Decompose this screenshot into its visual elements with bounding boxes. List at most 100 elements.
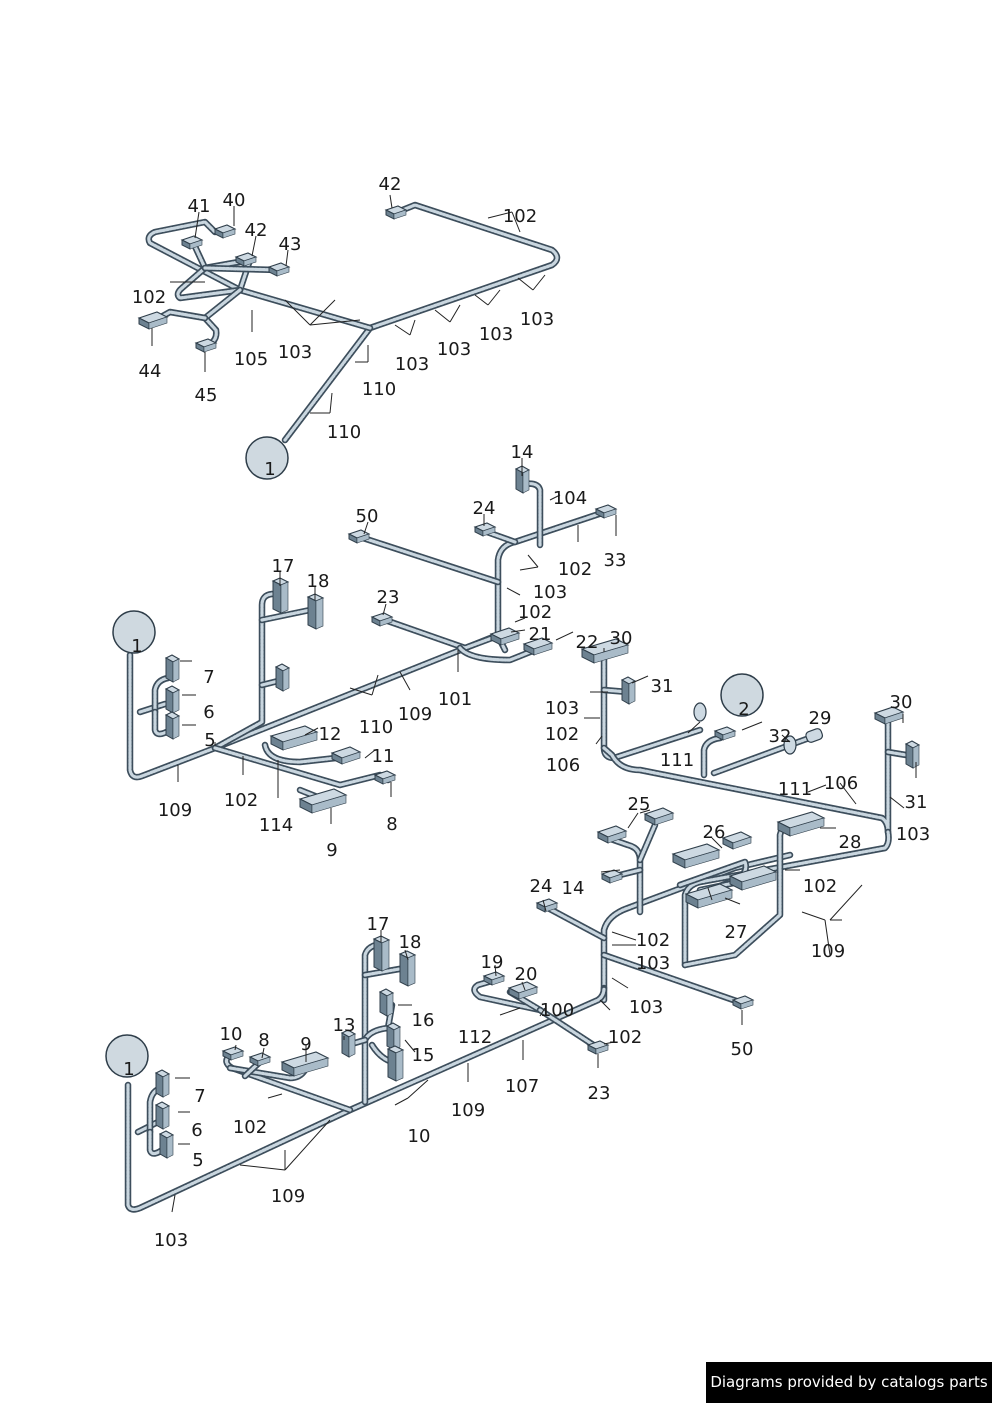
leader-line-21	[532, 274, 546, 291]
connector-46	[249, 1052, 271, 1067]
callout-label: 50	[356, 506, 379, 527]
connector-6	[385, 205, 407, 220]
leader-line-112	[171, 1194, 176, 1213]
leader-line-85	[599, 999, 611, 1011]
harness-bundle-core-19	[263, 743, 347, 764]
leader-line-34	[506, 587, 521, 596]
callout-label: 8	[258, 1030, 269, 1051]
callout-label: 42	[245, 220, 268, 241]
callout-label: 50	[731, 1039, 754, 1060]
leader-line-31	[519, 566, 539, 571]
leader-line-19	[487, 289, 501, 306]
reference-circle-3	[105, 1034, 149, 1078]
connector-4	[138, 311, 168, 330]
callout-label: 17	[272, 556, 295, 577]
callout-label: 103	[896, 824, 930, 845]
harness-bundle-core-32	[683, 830, 891, 967]
connector-48	[483, 971, 505, 986]
callout-label: 25	[628, 794, 651, 815]
leader-line-92	[234, 1044, 237, 1051]
leader-line-98	[499, 1007, 521, 1016]
callout-label: 5	[204, 730, 215, 751]
connector-47	[281, 1051, 329, 1077]
callout-label: 109	[811, 941, 845, 962]
callout-label: 1	[131, 636, 142, 657]
leader-line-25	[329, 392, 333, 414]
leader-line-110	[284, 1119, 331, 1171]
leader-line-15	[409, 319, 416, 336]
harness-bundles	[124, 201, 916, 1213]
leader-line-107	[394, 1097, 409, 1106]
harness-bundle-core-5	[203, 288, 242, 348]
harness-bundle-0	[281, 201, 561, 444]
callout-label: 110	[362, 379, 396, 400]
callout-label: 9	[300, 1034, 311, 1055]
leader-line-16	[434, 309, 451, 323]
reference-circle-1	[112, 610, 156, 654]
callout-label: 103	[629, 997, 663, 1018]
callout-label: 19	[481, 952, 504, 973]
connector-43	[387, 1045, 404, 1082]
leader-line-32	[527, 554, 539, 568]
callout-label: 106	[546, 755, 580, 776]
harness-bundle-core-12	[383, 618, 502, 650]
harness-bundle-core-48	[472, 978, 542, 1012]
leader-line-95	[494, 964, 497, 977]
connector-group	[105, 205, 920, 1159]
harness-bundle-core-26	[712, 735, 814, 775]
callout-label: 102	[558, 559, 592, 580]
callout-label: 8	[386, 814, 397, 835]
grommet-0	[693, 702, 707, 722]
callout-label: 16	[412, 1010, 435, 1031]
harness-bundle-core-25	[702, 736, 722, 777]
callout-label: 109	[398, 704, 432, 725]
callout-label: 32	[769, 726, 792, 747]
callout-label: 102	[608, 1027, 642, 1048]
leader-line-90	[404, 1039, 416, 1053]
leader-line-27	[549, 494, 561, 501]
callout-label: 103	[479, 324, 513, 345]
callout-label: 112	[458, 1027, 492, 1048]
connector-2	[235, 252, 257, 267]
callout-label: 11	[372, 746, 395, 767]
credit-banner: Diagrams provided by catalogs parts	[706, 1362, 992, 1403]
leader-line-14	[394, 324, 411, 336]
harness-bundle-core-39	[126, 986, 606, 1212]
leader-line-99	[603, 1041, 615, 1045]
leader-line-3	[285, 249, 289, 267]
harness-bundle-core-11	[358, 535, 500, 584]
callout-label: 109	[158, 800, 192, 821]
harness-bundle-core-44	[363, 966, 407, 977]
reference-circle-2	[720, 673, 764, 717]
callout-label: 14	[562, 878, 585, 899]
callout-label: 114	[259, 815, 293, 836]
leader-line-40	[555, 631, 574, 641]
callout-label: 107	[505, 1076, 539, 1097]
connector-53	[159, 1130, 174, 1159]
connector-1	[214, 224, 236, 239]
connector-26	[714, 726, 736, 741]
connector-32	[722, 831, 752, 850]
callout-label: 29	[809, 708, 832, 729]
leader-line-18	[474, 294, 489, 306]
callout-label: 111	[660, 750, 694, 771]
leader-line-45	[304, 727, 319, 736]
leader-line-47	[371, 674, 379, 696]
leader-line-68	[889, 796, 905, 809]
callout-label: 102	[636, 930, 670, 951]
leader-line-39	[510, 629, 526, 633]
connector-17	[165, 685, 180, 714]
callout-label: 17	[367, 914, 390, 935]
callout-label: 18	[307, 571, 330, 592]
leader-line-69	[627, 812, 639, 829]
connector-51	[155, 1069, 170, 1098]
callout-label: 15	[412, 1045, 435, 1066]
connector-25	[621, 676, 636, 705]
leader-line-35	[514, 617, 526, 623]
callout-label: 106	[824, 773, 858, 794]
harness-bundle-core-8	[213, 592, 274, 750]
connector-40	[399, 950, 416, 987]
callout-label: 102	[503, 206, 537, 227]
callout-label: 24	[530, 876, 553, 897]
callout-label: 12	[319, 724, 342, 745]
